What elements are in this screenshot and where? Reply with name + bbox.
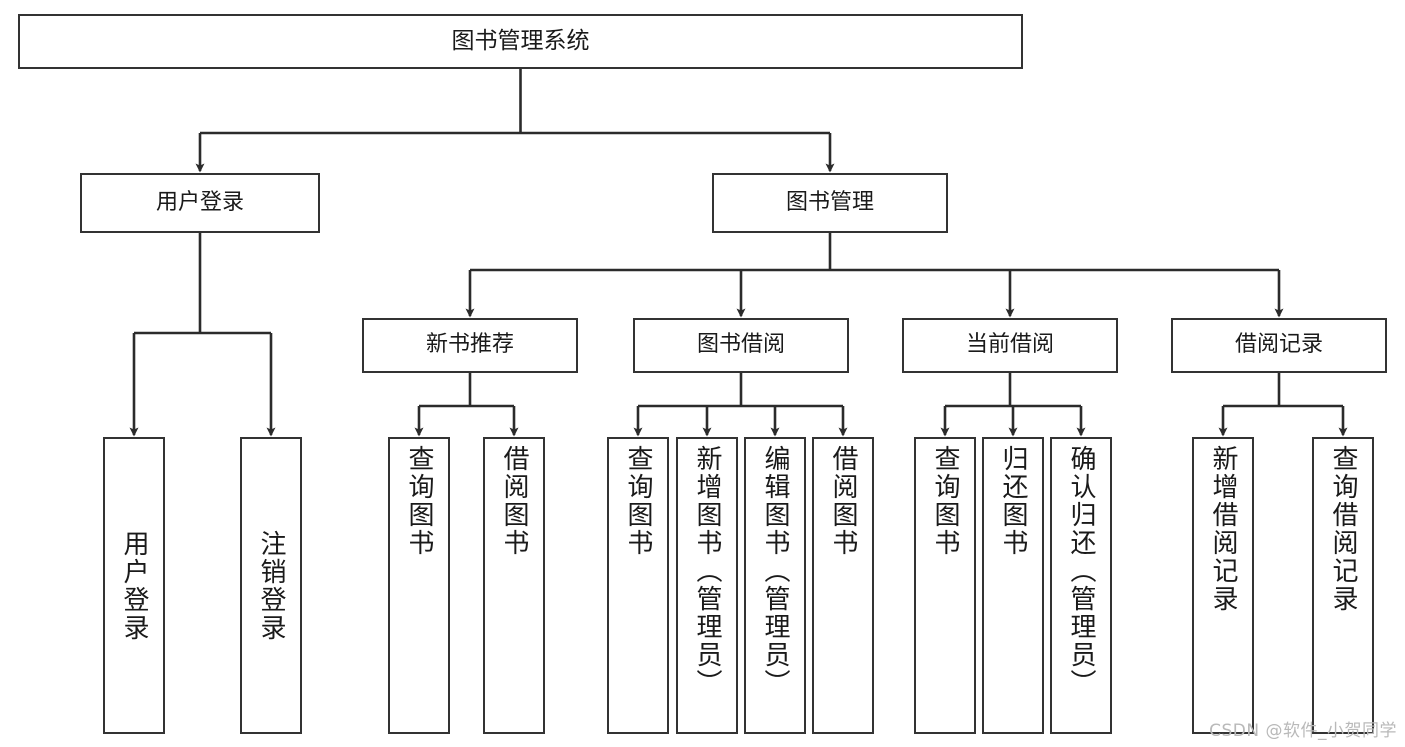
node-current[interactable]: 当前借阅: [902, 318, 1118, 373]
node-borrow[interactable]: 图书借阅: [633, 318, 849, 373]
node-new_rec[interactable]: 新书推荐: [362, 318, 578, 373]
node-label: 新增图书（管理员）: [692, 445, 722, 697]
node-label: 确认归还（管理员）: [1066, 445, 1096, 697]
node-label: 借阅图书: [828, 445, 858, 557]
node-label: 图书管理系统: [451, 27, 590, 54]
node-label: 当前借阅: [965, 332, 1054, 358]
node-label: 新增借阅记录: [1208, 445, 1238, 613]
node-book_mgmt[interactable]: 图书管理: [712, 173, 948, 233]
node-leaf_c_query[interactable]: 查询图书: [914, 437, 976, 734]
node-label: 图书管理: [785, 189, 874, 215]
node-leaf_b_borrow[interactable]: 借阅图书: [812, 437, 874, 734]
node-label: 归还图书: [998, 445, 1028, 557]
node-leaf_c_return[interactable]: 归还图书: [982, 437, 1044, 734]
node-label: 借阅记录: [1234, 332, 1323, 358]
node-user_login[interactable]: 用户登录: [80, 173, 320, 233]
node-leaf_b_edit[interactable]: 编辑图书（管理员）: [744, 437, 806, 734]
node-label: 用户登录: [119, 529, 149, 642]
node-leaf_r_add[interactable]: 新增借阅记录: [1192, 437, 1254, 734]
watermark: CSDN @软件_小贺同学: [1209, 721, 1397, 741]
node-leaf_b_add[interactable]: 新增图书（管理员）: [676, 437, 738, 734]
node-leaf_rec_borrow[interactable]: 借阅图书: [483, 437, 545, 734]
node-label: 查询图书: [623, 445, 653, 557]
node-label: 查询借阅记录: [1328, 445, 1358, 613]
node-leaf_c_confirm[interactable]: 确认归还（管理员）: [1050, 437, 1112, 734]
node-label: 借阅图书: [499, 445, 529, 557]
node-label: 注销登录: [256, 529, 286, 642]
node-leaf_r_query[interactable]: 查询借阅记录: [1312, 437, 1374, 734]
node-root[interactable]: 图书管理系统: [18, 14, 1023, 69]
node-label: 图书借阅: [696, 332, 785, 358]
node-label: 新书推荐: [425, 332, 514, 358]
node-leaf_b_query[interactable]: 查询图书: [607, 437, 669, 734]
node-label: 用户登录: [155, 189, 244, 215]
node-leaf_logout[interactable]: 注销登录: [240, 437, 302, 734]
node-label: 查询图书: [404, 445, 434, 557]
node-label: 编辑图书（管理员）: [760, 445, 790, 697]
node-records[interactable]: 借阅记录: [1171, 318, 1387, 373]
node-label: 查询图书: [930, 445, 960, 557]
node-leaf_login[interactable]: 用户登录: [103, 437, 165, 734]
node-leaf_rec_query[interactable]: 查询图书: [388, 437, 450, 734]
